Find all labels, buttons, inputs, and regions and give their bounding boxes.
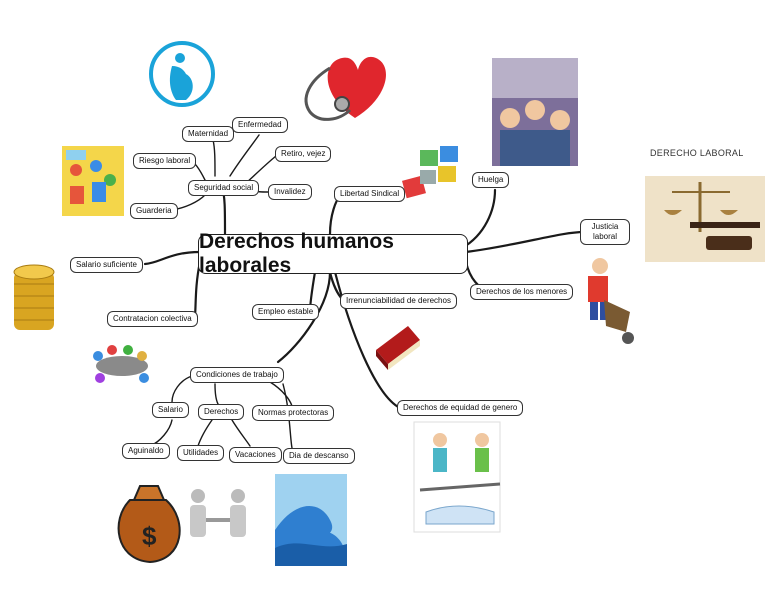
node-enfermedad: Enfermedad [232, 117, 288, 133]
node-equidad-genero: Derechos de equidad de genero [397, 400, 524, 416]
node-utilidades: Utilidades [177, 445, 225, 461]
gender-equity-image [413, 421, 501, 533]
node-normas-protectoras: Normas protectoras [252, 405, 335, 421]
image-caption: DERECHO LABORAL [650, 148, 744, 158]
meeting-table-icon [93, 345, 149, 383]
strike-protest-image [492, 58, 578, 166]
child-labor-image [588, 258, 634, 344]
node-dia-descanso: Dia de descanso [283, 448, 355, 464]
node-condiciones-trabajo: Condiciones de trabajo [190, 367, 284, 383]
node-justicia-laboral: Justicia laboral [580, 219, 630, 245]
node-irrenunciabilidad: Irrenunciabilidad de derechos [340, 293, 457, 309]
node-libertad-sindical: Libertad Sindical [334, 186, 406, 202]
node-contratacion-colectiva: Contratacion colectiva [107, 311, 198, 327]
node-guarderia: Guarderia [130, 203, 178, 219]
node-salario-suficiente: Salario suficiente [70, 257, 143, 273]
node-retiro-vejez: Retiro, vejez [275, 146, 332, 162]
node-riesgo-laboral: Riesgo laboral [133, 153, 197, 169]
node-huelga: Huelga [472, 172, 510, 188]
dollar-sign-icon: $ [142, 521, 157, 551]
red-book-icon [376, 326, 420, 370]
central-topic: Derechos humanos laborales [198, 230, 468, 277]
gold-coins-icon [13, 264, 55, 330]
node-derechos: Derechos [198, 404, 245, 420]
pregnancy-icon [149, 41, 215, 107]
justice-gavel-image [645, 176, 765, 262]
heart-stethoscope-icon [304, 56, 386, 121]
node-seguridad-social: Seguridad social [188, 180, 260, 196]
node-salario: Salario [152, 402, 189, 418]
node-vacaciones: Vacaciones [229, 447, 282, 463]
money-bag-icon: $ [117, 485, 181, 564]
node-derechos-menores: Derechos de los menores [470, 284, 574, 300]
node-invalidez: Invalidez [268, 184, 312, 200]
node-empleo-estable: Empleo estable [252, 304, 320, 320]
node-maternidad: Maternidad [182, 126, 235, 142]
children-classroom-image [62, 146, 124, 216]
ocean-wave-image [275, 474, 347, 566]
node-aguinaldo: Aguinaldo [122, 443, 170, 459]
puzzle-pieces-icon [402, 146, 458, 199]
handshake-icon [190, 489, 246, 537]
